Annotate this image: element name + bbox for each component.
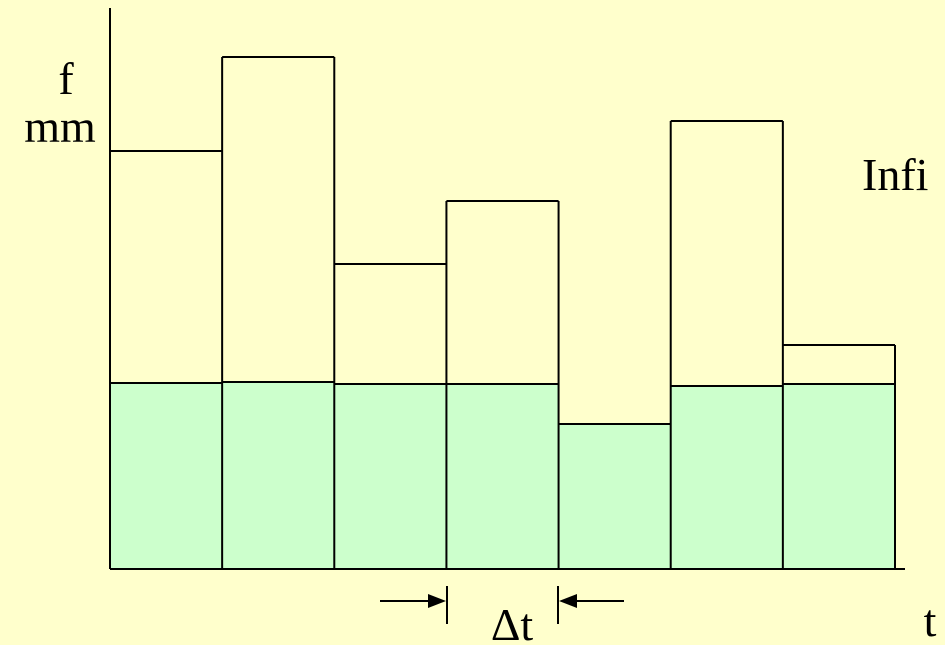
filled-bar bbox=[670, 386, 783, 569]
filled-bar bbox=[334, 384, 447, 569]
filled-bar bbox=[222, 382, 335, 569]
interval-arrow-left-head bbox=[428, 594, 446, 608]
y-axis-label-top: f bbox=[58, 53, 74, 104]
filled-bar bbox=[110, 383, 223, 569]
side-label: Infi bbox=[862, 149, 928, 200]
x-axis-label: t bbox=[924, 595, 937, 645]
interval-arrow-right-head bbox=[559, 594, 577, 608]
filled-bar bbox=[558, 424, 671, 569]
filled-bar bbox=[782, 384, 895, 569]
interval-label: Δt bbox=[491, 599, 534, 645]
y-axis-label-bottom: mm bbox=[24, 101, 96, 152]
bars-group bbox=[109, 56, 896, 569]
filled-bar bbox=[446, 384, 559, 569]
